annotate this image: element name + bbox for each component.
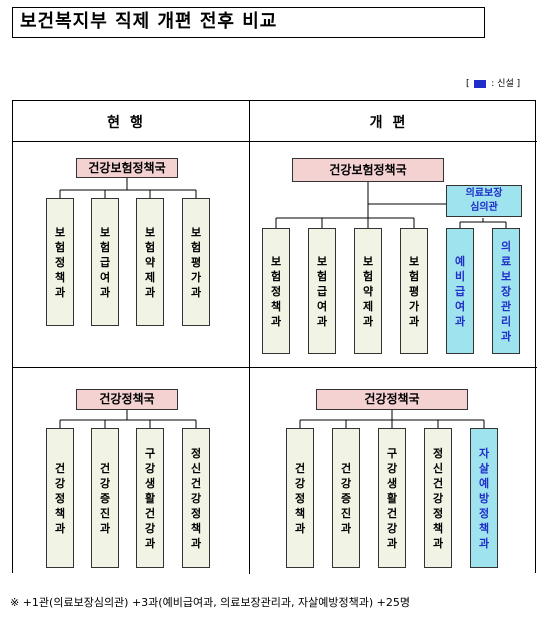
medical-security-management-division: 의료보장관리과 [492,228,520,354]
new-health-policy-bureau: 건강정책국 [316,389,468,410]
legend: [ : 신설 ] [466,78,520,90]
current-health-policy-division: 건강정책과 [46,428,74,568]
current-health-insurance-bureau: 건강보험정책국 [76,158,178,178]
legend-open-bracket: [ [466,79,470,89]
current-insurance-benefit-division: 보험급여과 [91,198,119,326]
current-mental-health-division: 정신건강정책과 [182,428,210,568]
new-mental-health-division: 정신건강정책과 [424,428,452,568]
legend-label: : 신설 [491,79,514,89]
column-divider [249,101,250,574]
current-insurance-policy-division: 보험정책과 [46,198,74,326]
preliminary-benefit-division: 예비급여과 [446,228,474,354]
header-divider [13,141,537,142]
section-divider [13,367,537,368]
new-insurance-pharma-division: 보험약제과 [354,228,382,354]
medical-security-official: 의료보장 심의관 [446,185,522,217]
footnote: ※ +1관(의료보장심의관) +3과(예비급여과, 의료보장관리과, 자살예방정… [10,596,410,609]
legend-close-bracket: ] [516,79,521,89]
current-insurance-pharma-division: 보험약제과 [136,198,164,326]
current-health-promotion-division: 건강증진과 [91,428,119,568]
suicide-prevention-division: 자살예방정책과 [470,428,498,568]
new-oral-health-division: 구강생활건강과 [378,428,406,568]
header-reorganized: 개편 [369,115,416,131]
new-health-promotion-division: 건강증진과 [332,428,360,568]
new-insurance-policy-division: 보험정책과 [262,228,290,354]
header-current: 현행 [107,115,153,131]
new-insurance-evaluation-division: 보험평가과 [400,228,428,354]
new-insurance-benefit-division: 보험급여과 [308,228,336,354]
current-oral-health-division: 구강생활건강과 [136,428,164,568]
page-title: 보건복지부 직제 개편 전후 비교 [12,7,485,38]
current-insurance-evaluation-division: 보험평가과 [182,198,210,326]
current-health-policy-bureau: 건강정책국 [76,389,178,410]
legend-new-swatch [474,79,487,88]
comparison-table [12,100,537,574]
new-health-policy-division: 건강정책과 [286,428,314,568]
new-health-insurance-bureau: 건강보험정책국 [292,158,444,182]
